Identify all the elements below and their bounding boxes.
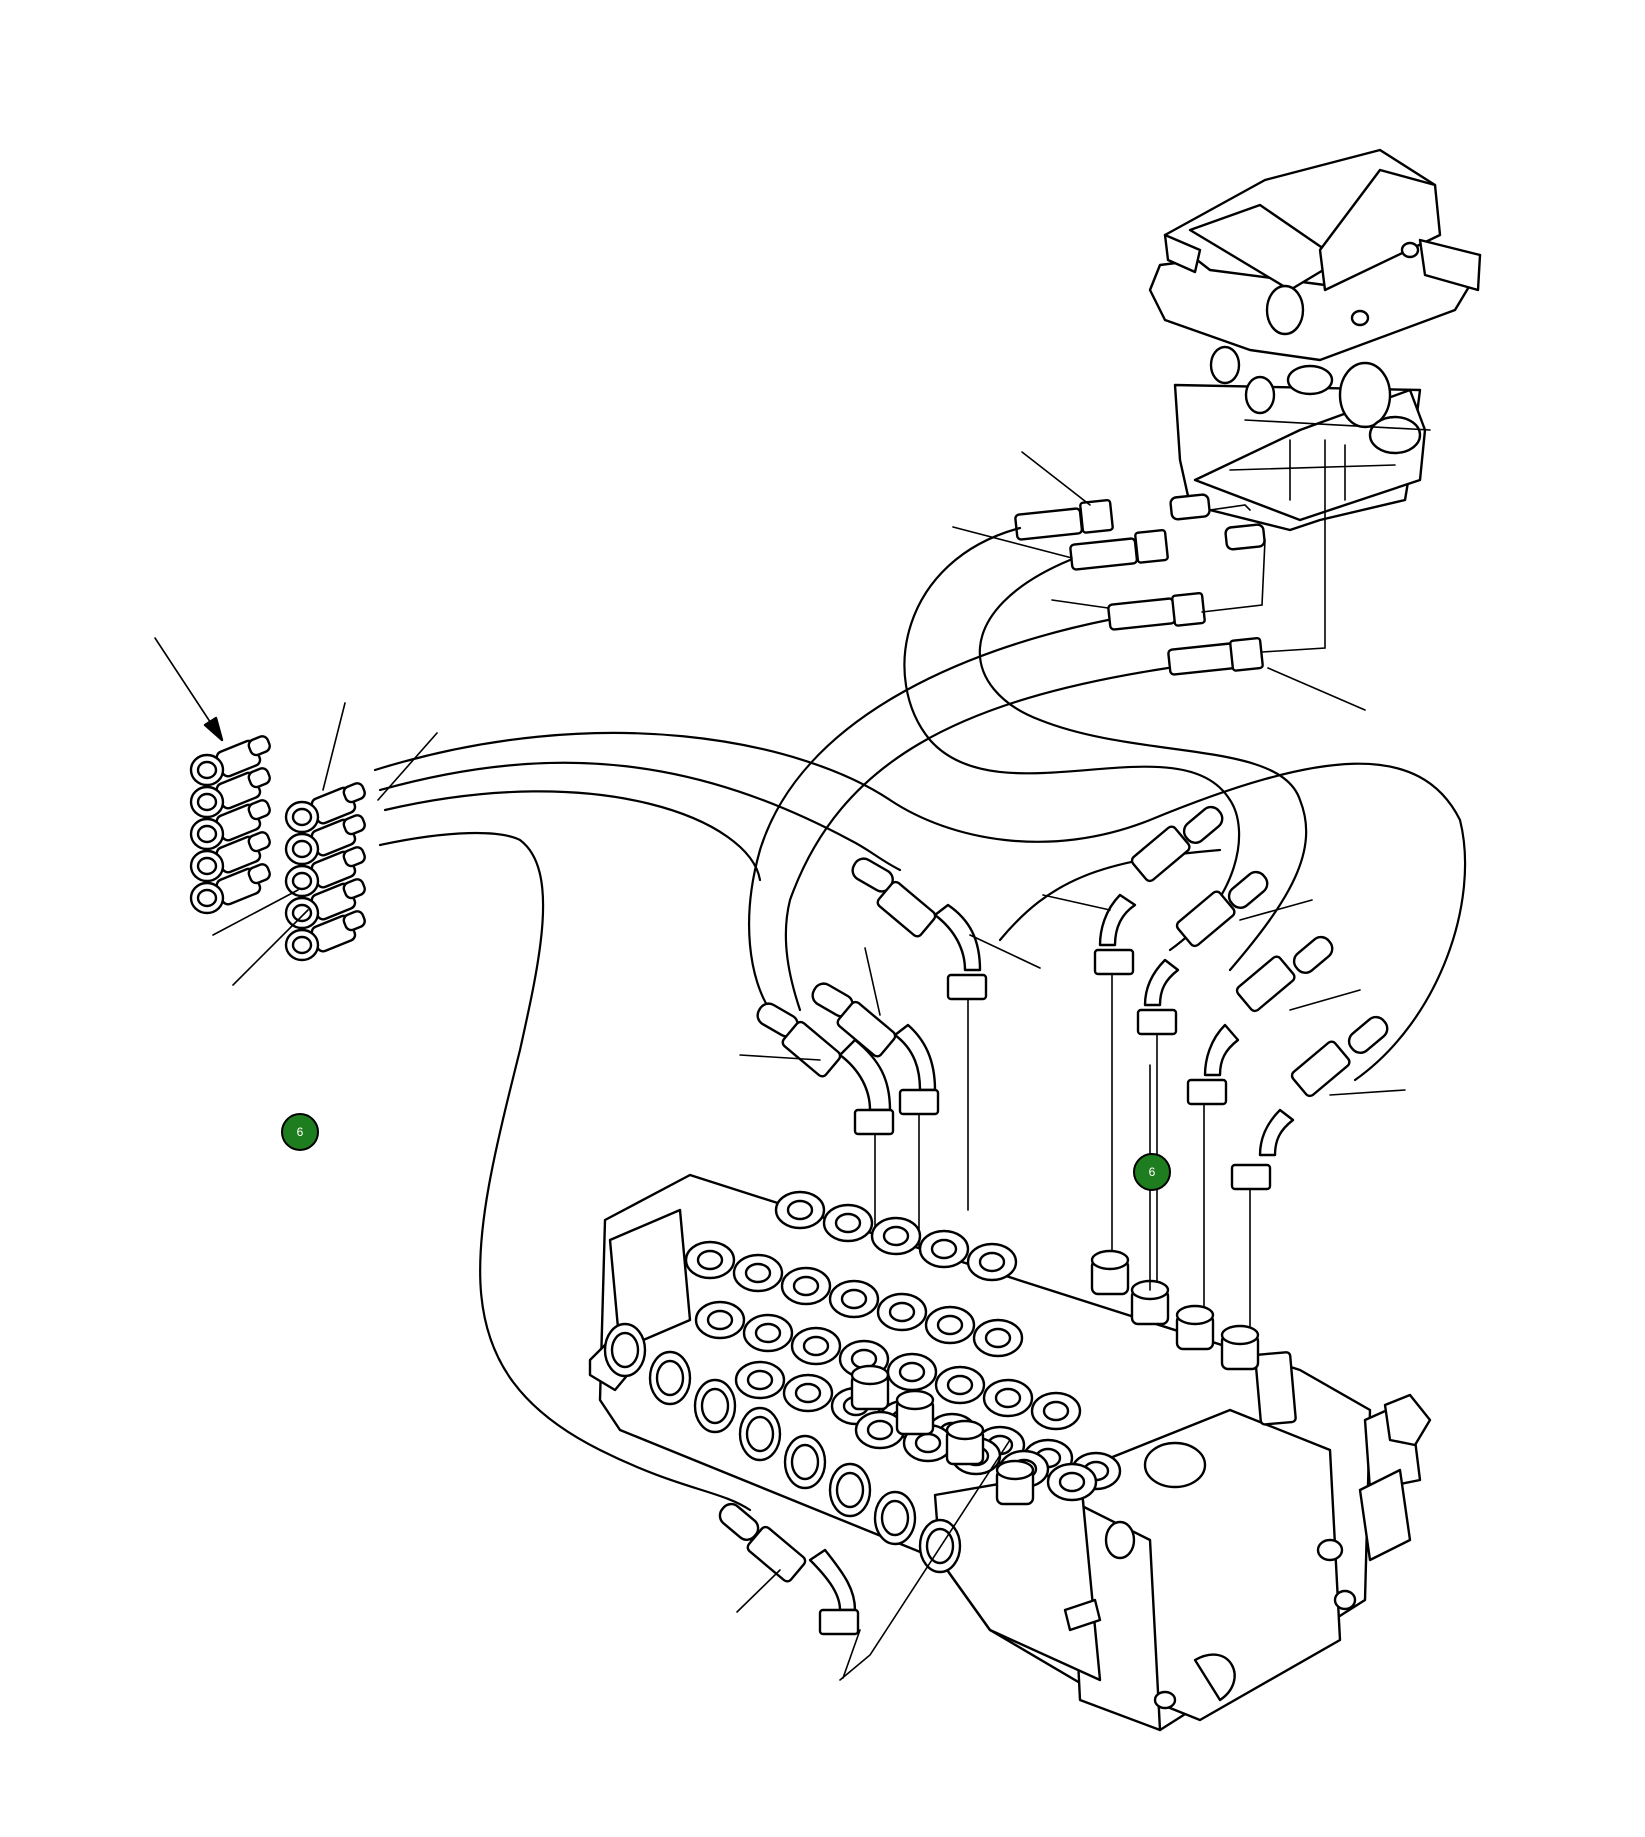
- pilot-fitting: [1014, 493, 1211, 541]
- valve-port: [972, 1318, 1024, 1358]
- valve-port: [732, 1253, 784, 1293]
- valve-port: [876, 1292, 928, 1332]
- quick-coupler: [284, 782, 366, 834]
- callout-right[interactable]: 6: [1133, 1153, 1171, 1191]
- spool-end-cap: [738, 1406, 782, 1462]
- valve-port: [934, 1365, 986, 1405]
- valve-port: [828, 1279, 880, 1319]
- quick-coupler: [189, 735, 271, 787]
- elbow-fitting: [1230, 1015, 1389, 1191]
- quick-coupler: [189, 799, 271, 851]
- elbow-fitting: [756, 1002, 895, 1136]
- pilot-port: [850, 1364, 890, 1411]
- leader-lines: [154, 451, 1406, 1681]
- callout-marker: [1133, 1153, 1171, 1191]
- hose-lines: [373, 526, 1467, 1512]
- pilot-fitting: [1069, 523, 1266, 571]
- valve-port: [1046, 1462, 1098, 1502]
- spool-end-cap: [828, 1462, 872, 1518]
- spool-end-cap: [603, 1322, 647, 1378]
- quick-coupler: [189, 863, 271, 915]
- valve-port: [982, 1378, 1034, 1418]
- pilot-port: [1220, 1324, 1260, 1371]
- valve-port: [1030, 1391, 1082, 1431]
- spool-end-cap: [873, 1490, 917, 1546]
- quick-coupler: [284, 910, 366, 962]
- pilot-port: [1175, 1304, 1215, 1351]
- quick-coupler: [189, 831, 271, 883]
- arrow-head: [203, 716, 224, 742]
- valve-port: [742, 1313, 794, 1353]
- valve-port: [924, 1305, 976, 1345]
- elbow-fitting: [1186, 935, 1334, 1106]
- elbow-fitting: [851, 857, 988, 1001]
- elbow-fitting: [1136, 870, 1269, 1036]
- valve-port: [918, 1229, 970, 1269]
- connector-groups: [189, 735, 366, 962]
- pilot-port: [895, 1389, 935, 1436]
- pilot-fitting: [1107, 591, 1206, 631]
- spool-end-cap: [693, 1378, 737, 1434]
- pilot-fitting: [1167, 636, 1264, 676]
- valve-port: [774, 1190, 826, 1230]
- quick-coupler: [284, 878, 366, 930]
- quick-coupler: [284, 846, 366, 898]
- valve-port: [822, 1203, 874, 1243]
- pilot-fittings: [1014, 439, 1326, 676]
- quick-coupler: [189, 767, 271, 819]
- valve-port: [782, 1373, 834, 1413]
- valve-port: [694, 1300, 746, 1340]
- quick-coupler: [284, 814, 366, 866]
- hose-fittings: [718, 805, 1389, 1636]
- valve-port: [684, 1240, 736, 1280]
- pilot-port: [995, 1459, 1035, 1506]
- spool-end-cap: [648, 1350, 692, 1406]
- valve-port: [734, 1360, 786, 1400]
- pilot-port: [1090, 1249, 1130, 1296]
- spool-end-cap: [918, 1518, 962, 1574]
- elbow-fitting: [811, 982, 940, 1116]
- valve-port: [790, 1326, 842, 1366]
- pilot-control-valve: [1148, 148, 1482, 532]
- elbow-fitting: [718, 1502, 860, 1636]
- spool-end-cap: [783, 1434, 827, 1490]
- callout-label: 6: [1149, 1165, 1156, 1179]
- valve-port: [870, 1216, 922, 1256]
- callout-marker: [281, 1113, 319, 1151]
- valve-port: [886, 1352, 938, 1392]
- valve-sections: [603, 1190, 1260, 1574]
- valve-port: [780, 1266, 832, 1306]
- pilot-port: [945, 1419, 985, 1466]
- callout-left[interactable]: 6: [281, 1113, 319, 1151]
- callout-label: 6: [297, 1125, 304, 1139]
- valve-port: [966, 1242, 1018, 1282]
- elbow-fitting: [1093, 805, 1224, 976]
